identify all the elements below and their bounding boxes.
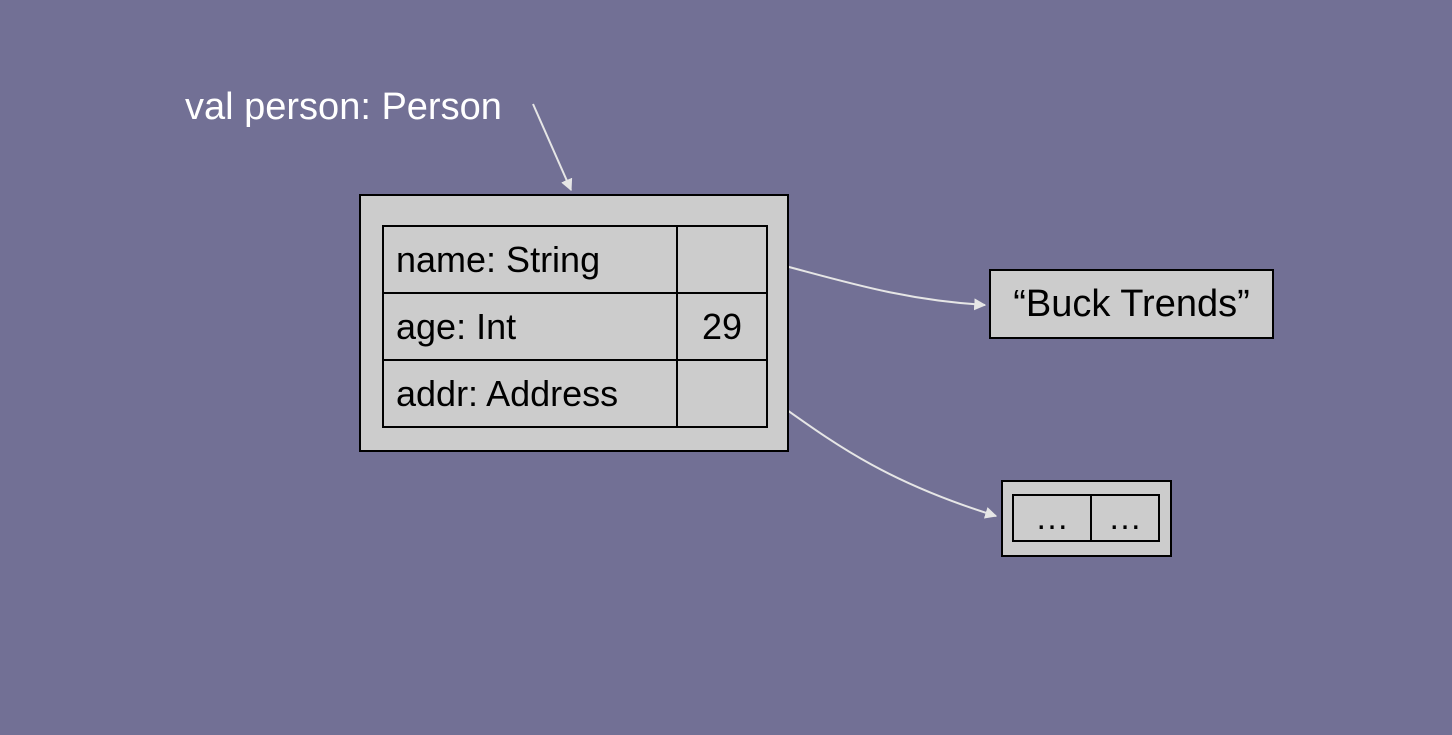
field-key-age: age: Int [382, 292, 678, 361]
field-value-name [676, 225, 768, 294]
address-object: … … [1001, 480, 1172, 557]
address-cell-1: … [1012, 494, 1092, 542]
address-cell-2: … [1090, 494, 1160, 542]
arrow-name-to-string [769, 261, 987, 311]
variable-label: val person: Person [185, 86, 502, 128]
field-value-age: 29 [676, 292, 768, 361]
arrow-variable-to-person [532, 103, 573, 192]
field-value-addr [676, 359, 768, 428]
person-object: name: String age: Int 29 addr: Address [359, 194, 789, 452]
field-key-addr: addr: Address [382, 359, 678, 428]
field-key-name: name: String [382, 225, 678, 294]
string-object: “Buck Trends” [989, 269, 1274, 339]
arrow-addr-to-address [769, 397, 998, 519]
